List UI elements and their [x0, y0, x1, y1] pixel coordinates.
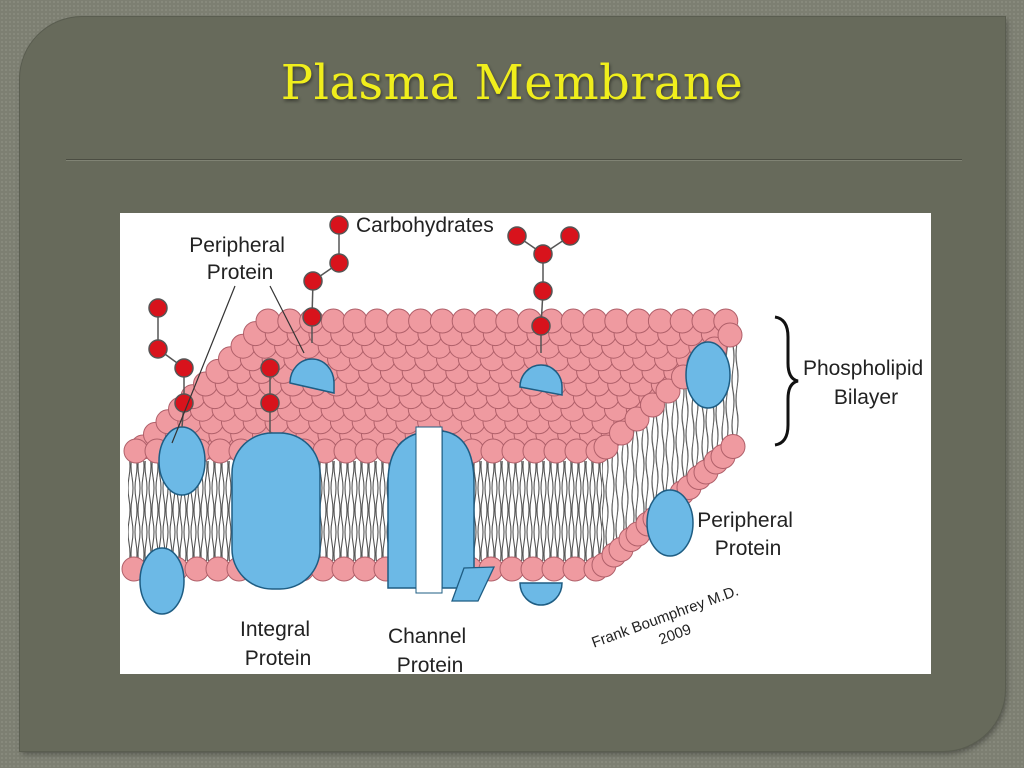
carbohydrate-chains [148, 215, 580, 433]
label-carbohydrates: Carbohydrates [356, 214, 494, 237]
label-phospholipid-line1: Phospholipid [803, 357, 923, 380]
peripheral-protein-top-right [519, 364, 563, 396]
lipid-head [123, 438, 149, 464]
tails-front [128, 461, 602, 561]
peripheral-protein-bottom-mid [519, 582, 563, 606]
lipid-head [205, 556, 231, 582]
carbohydrate-chain-right [507, 226, 580, 353]
lipid-head [333, 438, 359, 464]
peripheral-protein-side-top [685, 341, 731, 409]
label-channel-protein: Channel Protein [388, 625, 472, 674]
lipid-head [255, 308, 281, 334]
lipid-head [582, 308, 608, 334]
lipid-head [342, 308, 368, 334]
label-integral-line1: Integral [240, 618, 310, 641]
lipid-head [720, 434, 746, 459]
lipid-head [408, 308, 434, 334]
bilayer-brace [774, 315, 799, 447]
lipid-head [541, 556, 567, 582]
lipid-head [499, 556, 525, 582]
lipid-head [520, 556, 546, 582]
label-peripheral-top-line1: Peripheral [189, 234, 285, 257]
label-channel-line2: Protein [397, 654, 464, 674]
lipid-head [352, 556, 378, 582]
lipid-head [647, 308, 673, 334]
lipid-head [626, 308, 652, 334]
label-integral-line2: Protein [245, 647, 312, 670]
label-peripheral-protein-right: Peripheral Protein [697, 509, 799, 560]
slide-title: Plasma Membrane [280, 55, 744, 111]
lipid-head [473, 308, 499, 334]
lipid-head [386, 308, 412, 334]
lipid-head [560, 308, 586, 334]
label-peripheral-protein-top: Peripheral Protein [189, 234, 291, 284]
label-phospholipid-bilayer: Phospholipid Bilayer [803, 357, 929, 409]
label-integral-protein: Integral Protein [240, 618, 316, 670]
lipid-head [564, 438, 590, 464]
carbohydrate-chain-center [302, 215, 349, 343]
peripheral-protein-pointer-lines [171, 285, 305, 444]
lipid-head [495, 308, 521, 334]
lipid-head [207, 438, 233, 464]
lipid-head [501, 438, 527, 464]
proteins [139, 341, 731, 615]
lipid-head [669, 308, 695, 334]
lipid-head [522, 438, 548, 464]
lipid-head [331, 556, 357, 582]
lipid-head [562, 556, 588, 582]
title-divider [66, 159, 962, 161]
label-channel-line1: Channel [388, 625, 466, 648]
lipid-head [480, 438, 506, 464]
label-peripheral-right-line1: Peripheral [697, 509, 793, 532]
peripheral-protein-right [646, 489, 694, 557]
carbohydrate-chain-far-left [148, 298, 194, 428]
membrane-diagram: Carbohydrates Peripheral Protein Phospho… [120, 213, 931, 674]
lipid-head [691, 308, 717, 334]
label-peripheral-right-line2: Protein [715, 537, 782, 560]
carbohydrate-chain-left [260, 358, 280, 433]
lipid-head [320, 308, 346, 334]
author-credit: Frank Boumphrey M.D. 2009 [589, 582, 741, 651]
lipid-head [543, 438, 569, 464]
peripheral-protein-left [158, 426, 206, 496]
lipid-head [364, 308, 390, 334]
label-phospholipid-line2: Bilayer [834, 386, 898, 409]
lipid-head [429, 308, 455, 334]
lipid-heads-bottom-row [121, 556, 609, 582]
peripheral-protein-bottom-left [139, 547, 185, 615]
lipid-head [451, 308, 477, 334]
peripheral-protein-top-left [289, 358, 335, 394]
lipid-head [354, 438, 380, 464]
lipid-head [277, 308, 303, 334]
lipid-head [604, 308, 630, 334]
lipid-head [184, 556, 210, 582]
label-peripheral-top-line2: Protein [207, 261, 274, 284]
lipid-head [717, 322, 743, 348]
channel-protein [387, 426, 496, 602]
integral-protein [231, 432, 321, 590]
